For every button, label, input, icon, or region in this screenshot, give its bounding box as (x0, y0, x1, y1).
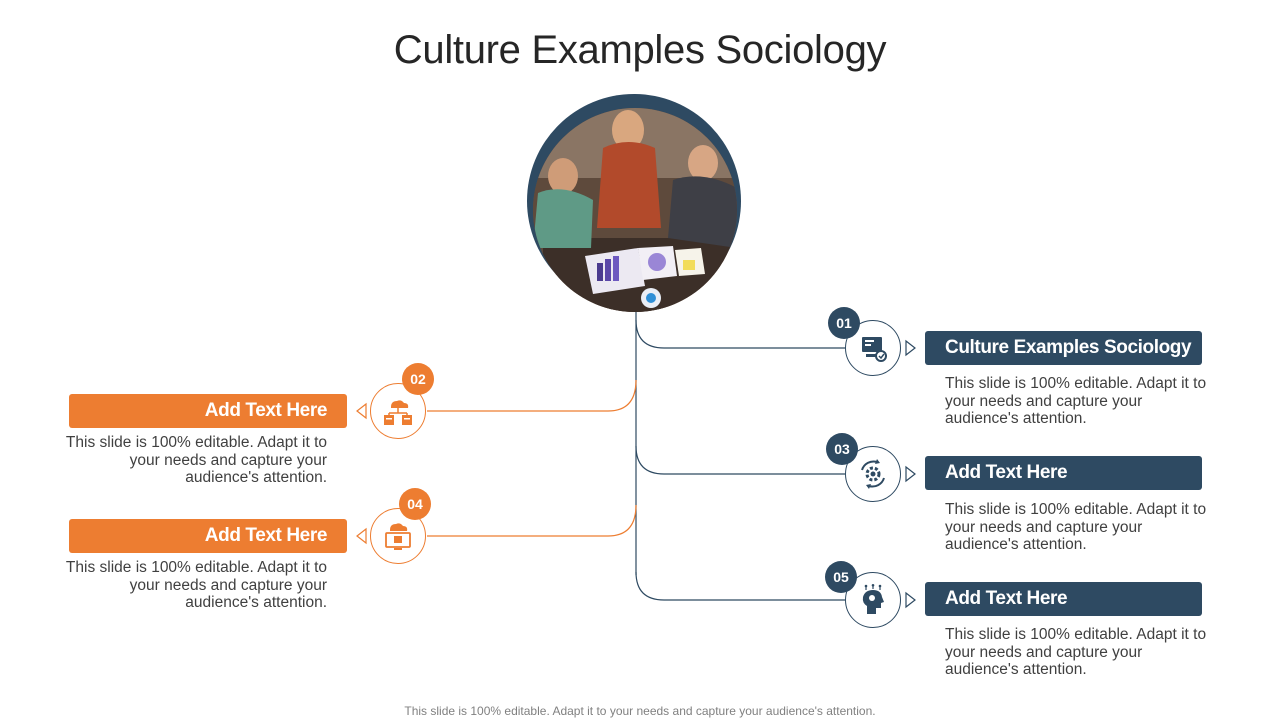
cloud-computer-icon (385, 523, 411, 550)
item-01-number-badge: 01 (828, 307, 860, 339)
item-05-title: Add Text Here (925, 582, 1202, 616)
item-02-number-badge: 02 (402, 363, 434, 395)
item-03-number-badge: 03 (826, 433, 858, 465)
head-circuit-icon (862, 584, 884, 614)
footer-note: This slide is 100% editable. Adapt it to… (404, 704, 876, 718)
branch-02 (427, 379, 637, 412)
gear-cycle-icon (861, 459, 885, 489)
cloud-network-icon (384, 400, 412, 425)
item-03-description: This slide is 100% editable. Adapt it to… (945, 501, 1207, 553)
server-monitor-icon (862, 337, 887, 362)
item-01-title: Culture Examples Sociology (925, 331, 1202, 365)
page-title: Culture Examples Sociology (393, 28, 887, 72)
item-05-number-badge: 05 (825, 561, 857, 593)
pointer-05 (905, 591, 916, 609)
item-04-description: This slide is 100% editable. Adapt it to… (65, 559, 327, 611)
pointer-03 (905, 465, 916, 483)
pointer-02 (356, 402, 367, 420)
item-03-title: Add Text Here (925, 456, 1202, 490)
branch-04 (427, 504, 637, 537)
branch-01 (635, 319, 845, 349)
item-04-title: Add Text Here (69, 519, 347, 553)
branch-05 (635, 571, 845, 601)
item-04-number-badge: 04 (399, 488, 431, 520)
item-01-description: This slide is 100% editable. Adapt it to… (945, 375, 1207, 427)
item-04-icon-circle (370, 508, 426, 564)
branch-03 (635, 445, 845, 475)
pointer-04 (356, 527, 367, 545)
team-meeting-photo (533, 108, 737, 312)
item-05-description: This slide is 100% editable. Adapt it to… (945, 626, 1207, 678)
pointer-01 (905, 339, 916, 357)
item-02-title: Add Text Here (69, 394, 347, 428)
item-02-description: This slide is 100% editable. Adapt it to… (65, 434, 327, 486)
